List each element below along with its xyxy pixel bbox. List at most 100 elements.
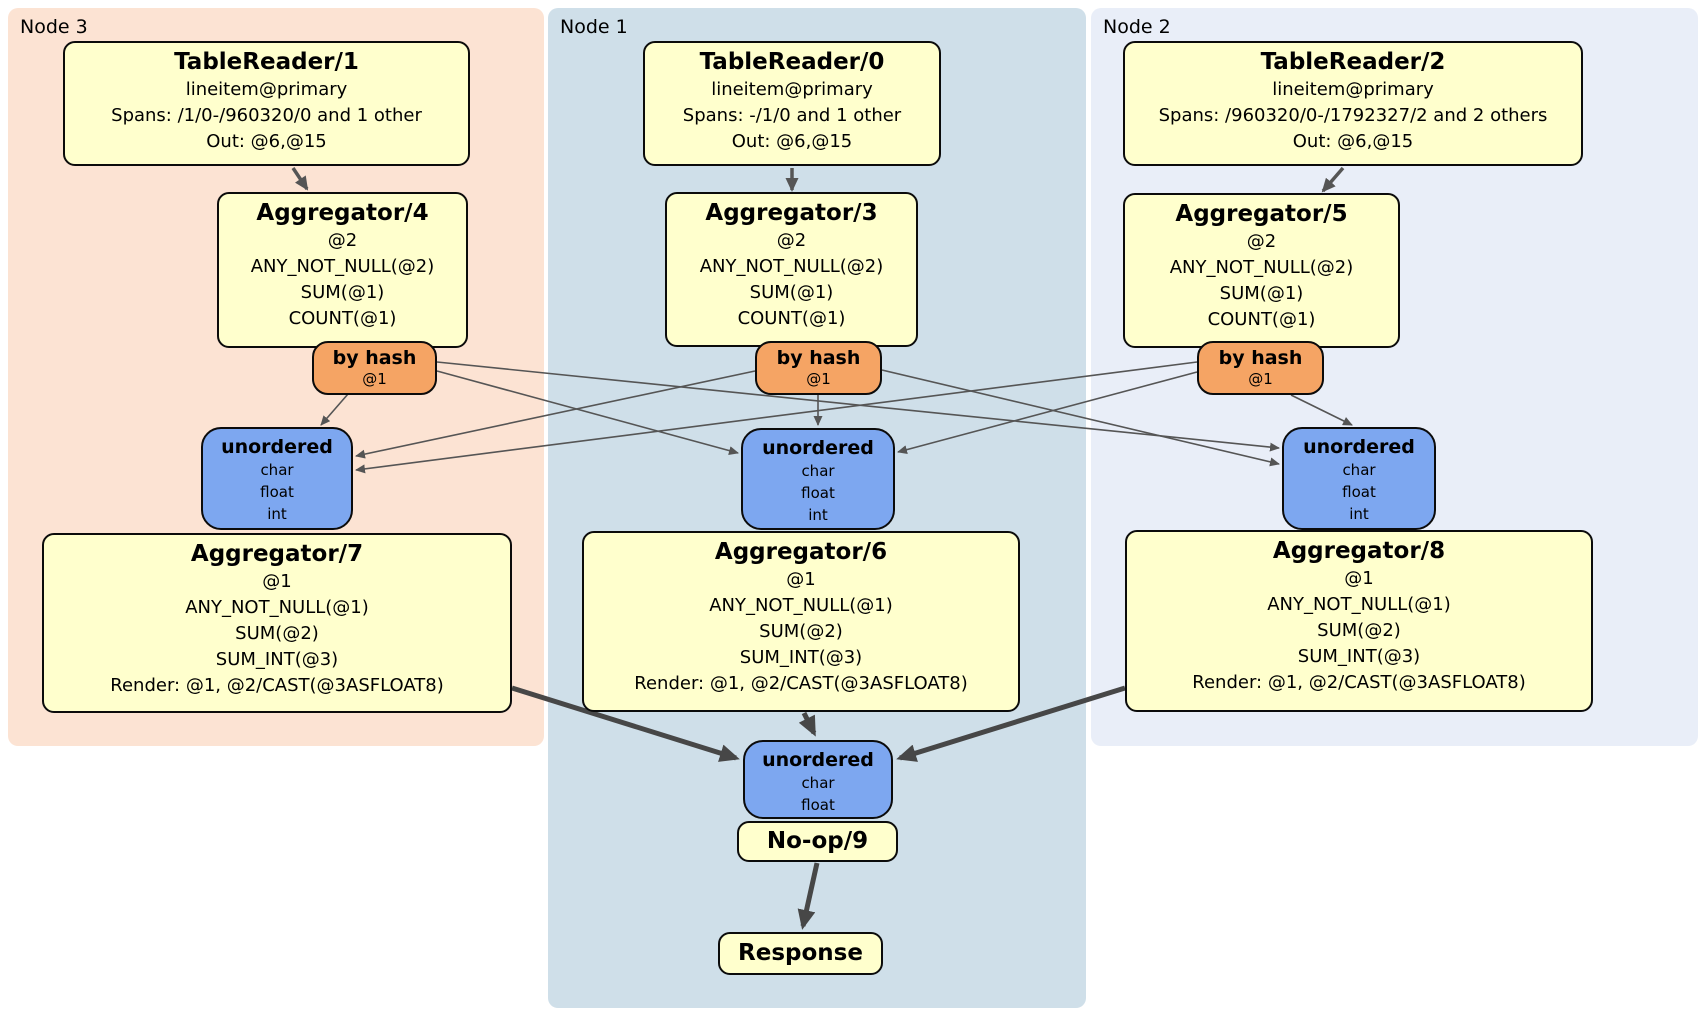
processor-detail-line: lineitem@primary [185,79,348,100]
sync-unordered-final: unordered char float [743,740,893,819]
router-title: by hash [1218,347,1303,369]
processor-detail-line: SUM(@2) [235,623,319,644]
sync-stream-type: char [260,461,294,479]
processor-detail-line: SUM(@1) [300,282,385,303]
processor-title: No-op/9 [766,828,869,854]
sync-title: unordered [1303,436,1415,458]
processor-detail-line: Render: @1, @2/CAST(@3ASFLOAT8) [634,673,968,694]
processor-detail-line: ANY_NOT_NULL(@1) [709,595,893,616]
processor-detail-line: SUM_INT(@3) [739,647,863,668]
processor-title: Aggregator/8 [1272,538,1446,564]
processor-detail-line: ANY_NOT_NULL(@1) [1267,594,1451,615]
router-key: @1 [1248,370,1273,388]
processor-noop-9: No-op/9 [737,821,898,862]
sync-stream-type: float [260,483,294,501]
processor-detail-line: @2 [776,230,807,251]
sync-stream-type: char [801,462,835,480]
sync-stream-type: float [801,796,835,814]
processor-detail-line: COUNT(@1) [1207,309,1316,330]
edge-aggregator8-final-sync [896,685,1126,762]
processor-detail-line: @1 [786,569,816,590]
processor-tablereader-2: TableReader/2 lineitem@primary Spans: /9… [1123,41,1583,166]
sync-unordered-node2: unordered char float int [1282,427,1436,530]
node-label: Node 3 [20,16,88,38]
edge-hash1-sync3 [355,370,756,459]
processor-title: Aggregator/4 [256,200,429,226]
router-key: @1 [362,370,387,388]
processor-response: Response [718,932,883,975]
processor-aggregator-8: Aggregator/8 @1 ANY_NOT_NULL(@1) SUM(@2)… [1125,530,1593,712]
sync-title: unordered [762,749,874,771]
processor-aggregator-5: Aggregator/5 @2 ANY_NOT_NULL(@2) SUM(@1)… [1123,193,1400,348]
router-by-hash-node1: by hash @1 [755,341,882,395]
router-title: by hash [332,347,417,369]
processor-tablereader-0: TableReader/0 lineitem@primary Spans: -/… [643,41,941,166]
processor-detail-line: Spans: /1/0-/960320/0 and 1 other [111,105,422,126]
processor-aggregator-6: Aggregator/6 @1 ANY_NOT_NULL(@1) SUM(@2)… [582,531,1020,712]
processor-detail-line: Render: @1, @2/CAST(@3ASFLOAT8) [110,675,444,696]
processor-detail-line: ANY_NOT_NULL(@2) [250,256,435,277]
router-title: by hash [776,347,861,369]
processor-aggregator-7: Aggregator/7 @1 ANY_NOT_NULL(@1) SUM(@2)… [42,533,512,713]
processor-tablereader-1: TableReader/1 lineitem@primary Spans: /1… [63,41,470,166]
edge-aggregator7-final-sync [511,685,740,762]
sync-title: unordered [221,436,333,458]
processor-title: Aggregator/5 [1175,201,1348,227]
processor-detail-line: COUNT(@1) [737,308,846,329]
processor-detail-line: SUM(@2) [759,621,843,642]
processor-aggregator-4: Aggregator/4 @2 ANY_NOT_NULL(@2) SUM(@1)… [217,192,468,348]
sync-stream-type: int [808,506,828,524]
sync-stream-type: float [1342,483,1376,501]
processor-title: TableReader/2 [1260,49,1446,75]
processor-detail-line: SUM(@1) [1219,283,1304,304]
router-by-hash-node2: by hash @1 [1197,341,1324,395]
router-key: @1 [806,370,831,388]
edge-hash3-sync1 [436,370,739,455]
processor-aggregator-3: Aggregator/3 @2 ANY_NOT_NULL(@2) SUM(@1)… [665,192,918,347]
edge-tablereader1-aggregator4 [291,167,309,191]
processor-detail-line: Render: @1, @2/CAST(@3ASFLOAT8) [1192,672,1526,693]
processor-detail-line: Spans: /960320/0-/1792327/2 and 2 others [1158,105,1548,126]
sync-stream-type: char [1342,461,1376,479]
sync-unordered-node1: unordered char float int [741,428,895,530]
processor-detail-line: SUM_INT(@3) [1297,646,1421,667]
sync-stream-type: float [801,484,835,502]
processor-detail-line: COUNT(@1) [288,308,397,329]
processor-detail-line: Out: @6,@15 [1292,131,1414,152]
router-by-hash-node3: by hash @1 [312,341,437,395]
edge-noop-response [797,862,820,930]
processor-detail-line: lineitem@primary [1272,79,1434,100]
processor-title: TableReader/1 [174,49,359,75]
processor-title: TableReader/0 [699,49,885,75]
sync-stream-type: int [267,505,287,523]
processor-title: Aggregator/3 [705,200,878,226]
sync-stream-type: int [1349,505,1369,523]
processor-detail-line: @1 [1344,568,1374,589]
processor-title: Response [738,940,863,966]
processor-detail-line: ANY_NOT_NULL(@2) [1169,257,1354,278]
processor-detail-line: ANY_NOT_NULL(@2) [699,256,884,277]
edge-hash1-sync2 [881,369,1280,467]
processor-detail-line: SUM(@2) [1317,620,1401,641]
sync-title: unordered [762,437,874,459]
processor-detail-line: @1 [262,571,292,592]
edge-hash2-sync3 [355,361,1198,474]
processor-detail-line: Spans: -/1/0 and 1 other [682,105,902,126]
processor-detail-line: Out: @6,@15 [731,131,853,152]
sync-stream-type: char [801,774,835,792]
processor-detail-line: @2 [1246,231,1277,252]
edge-hash3-sync3 [320,393,349,426]
edge-hash2-sync1 [897,371,1198,455]
node-label: Node 2 [1103,16,1171,38]
processor-detail-line: lineitem@primary [711,79,873,100]
edge-aggregator6-final-sync [798,711,817,737]
processor-title: Aggregator/6 [714,539,888,565]
processor-detail-line: SUM(@1) [749,282,834,303]
sync-unordered-node3: unordered char float int [201,427,353,530]
edge-hash2-sync2 [1290,394,1353,426]
processor-detail-line: @2 [327,230,358,251]
processor-title: Aggregator/7 [190,541,364,567]
processor-detail-line: ANY_NOT_NULL(@1) [185,597,369,618]
